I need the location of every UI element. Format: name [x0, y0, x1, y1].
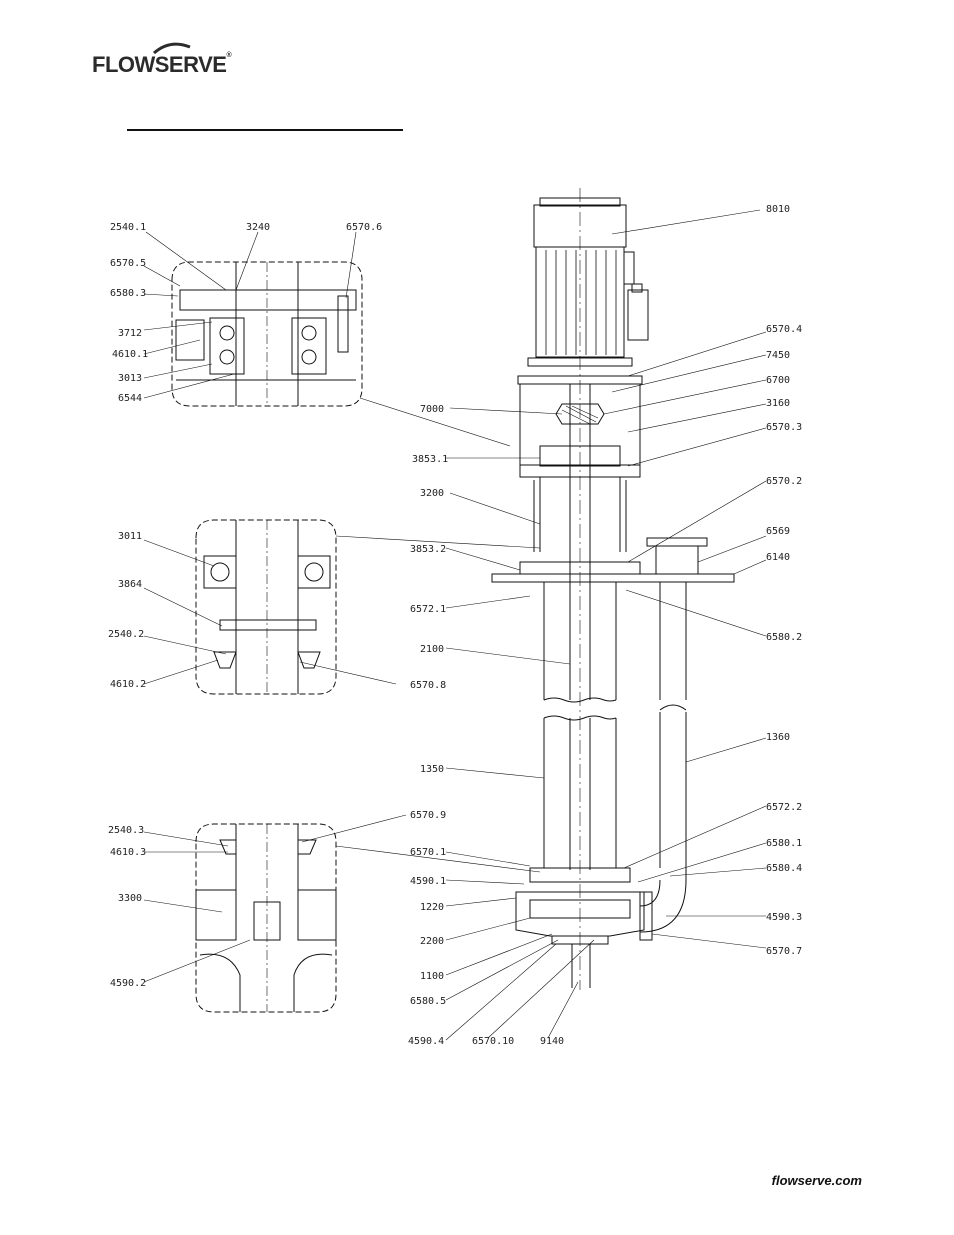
detail-view-1-border	[171, 261, 363, 407]
callout-6580-2: 6580.2	[766, 632, 802, 643]
callout-7450: 7450	[766, 350, 790, 361]
callout-2200: 2200	[420, 936, 444, 947]
callout-3240: 3240	[246, 222, 270, 233]
callout-6580-5: 6580.5	[410, 996, 446, 1007]
callout-3864: 3864	[118, 579, 142, 590]
callout-4590-4: 4590.4	[408, 1036, 444, 1047]
logo-swoosh-icon	[153, 42, 191, 55]
callout-6140: 6140	[766, 552, 790, 563]
callout-1360: 1360	[766, 732, 790, 743]
callout-8010: 8010	[766, 204, 790, 215]
callout-3853-1: 3853.1	[412, 454, 448, 465]
registered-mark: ®	[226, 52, 232, 59]
callout-4590-2: 4590.2	[110, 978, 146, 989]
callout-6570-2: 6570.2	[766, 476, 802, 487]
detail-view-2-border	[195, 519, 337, 695]
callout-6572-2: 6572.2	[766, 802, 802, 813]
callout-6570-9: 6570.9	[410, 810, 446, 821]
callout-6570-10: 6570.10	[472, 1036, 514, 1047]
callout-6570-8: 6570.8	[410, 680, 446, 691]
detail-view-3-border	[195, 823, 337, 1013]
callout-3160: 3160	[766, 398, 790, 409]
flowserve-logo: FLOWSERVE®	[92, 52, 232, 78]
callout-9140: 9140	[540, 1036, 564, 1047]
callout-4610-3: 4610.3	[110, 847, 146, 858]
callout-6570-1: 6570.1	[410, 847, 446, 858]
support-plate	[491, 573, 735, 583]
callout-1220: 1220	[420, 902, 444, 913]
callout-4590-1: 4590.1	[410, 876, 446, 887]
callout-7000: 7000	[420, 404, 444, 415]
footer-url: flowserve.com	[771, 1173, 862, 1188]
callout-1100: 1100	[420, 971, 444, 982]
section-title-rule	[127, 129, 403, 131]
callout-3011: 3011	[118, 531, 142, 542]
callout-6580-1: 6580.1	[766, 838, 802, 849]
callout-4610-1: 4610.1	[112, 349, 148, 360]
callout-2100: 2100	[420, 644, 444, 655]
callout-6544: 6544	[118, 393, 142, 404]
callout-6569: 6569	[766, 526, 790, 537]
callout-4590-3: 4590.3	[766, 912, 802, 923]
callout-6570-4: 6570.4	[766, 324, 802, 335]
callout-2540-2: 2540.2	[108, 629, 144, 640]
brand-name: FLOWSERVE	[92, 52, 227, 77]
callout-2540-1: 2540.1	[110, 222, 146, 233]
callout-6570-3: 6570.3	[766, 422, 802, 433]
callout-6570-6: 6570.6	[346, 222, 382, 233]
callout-1350: 1350	[420, 764, 444, 775]
callout-3853-2: 3853.2	[410, 544, 446, 555]
callout-6570-5: 6570.5	[110, 258, 146, 269]
callout-6572-1: 6572.1	[410, 604, 446, 615]
callout-6700: 6700	[766, 375, 790, 386]
callout-6580-3: 6580.3	[110, 288, 146, 299]
callout-6580-4: 6580.4	[766, 863, 802, 874]
callout-3712: 3712	[118, 328, 142, 339]
coupling	[555, 403, 605, 425]
callout-4610-2: 4610.2	[110, 679, 146, 690]
callout-3300: 3300	[118, 893, 142, 904]
callout-3013: 3013	[118, 373, 142, 384]
callout-2540-3: 2540.3	[108, 825, 144, 836]
callout-6570-7: 6570.7	[766, 946, 802, 957]
callout-3200: 3200	[420, 488, 444, 499]
